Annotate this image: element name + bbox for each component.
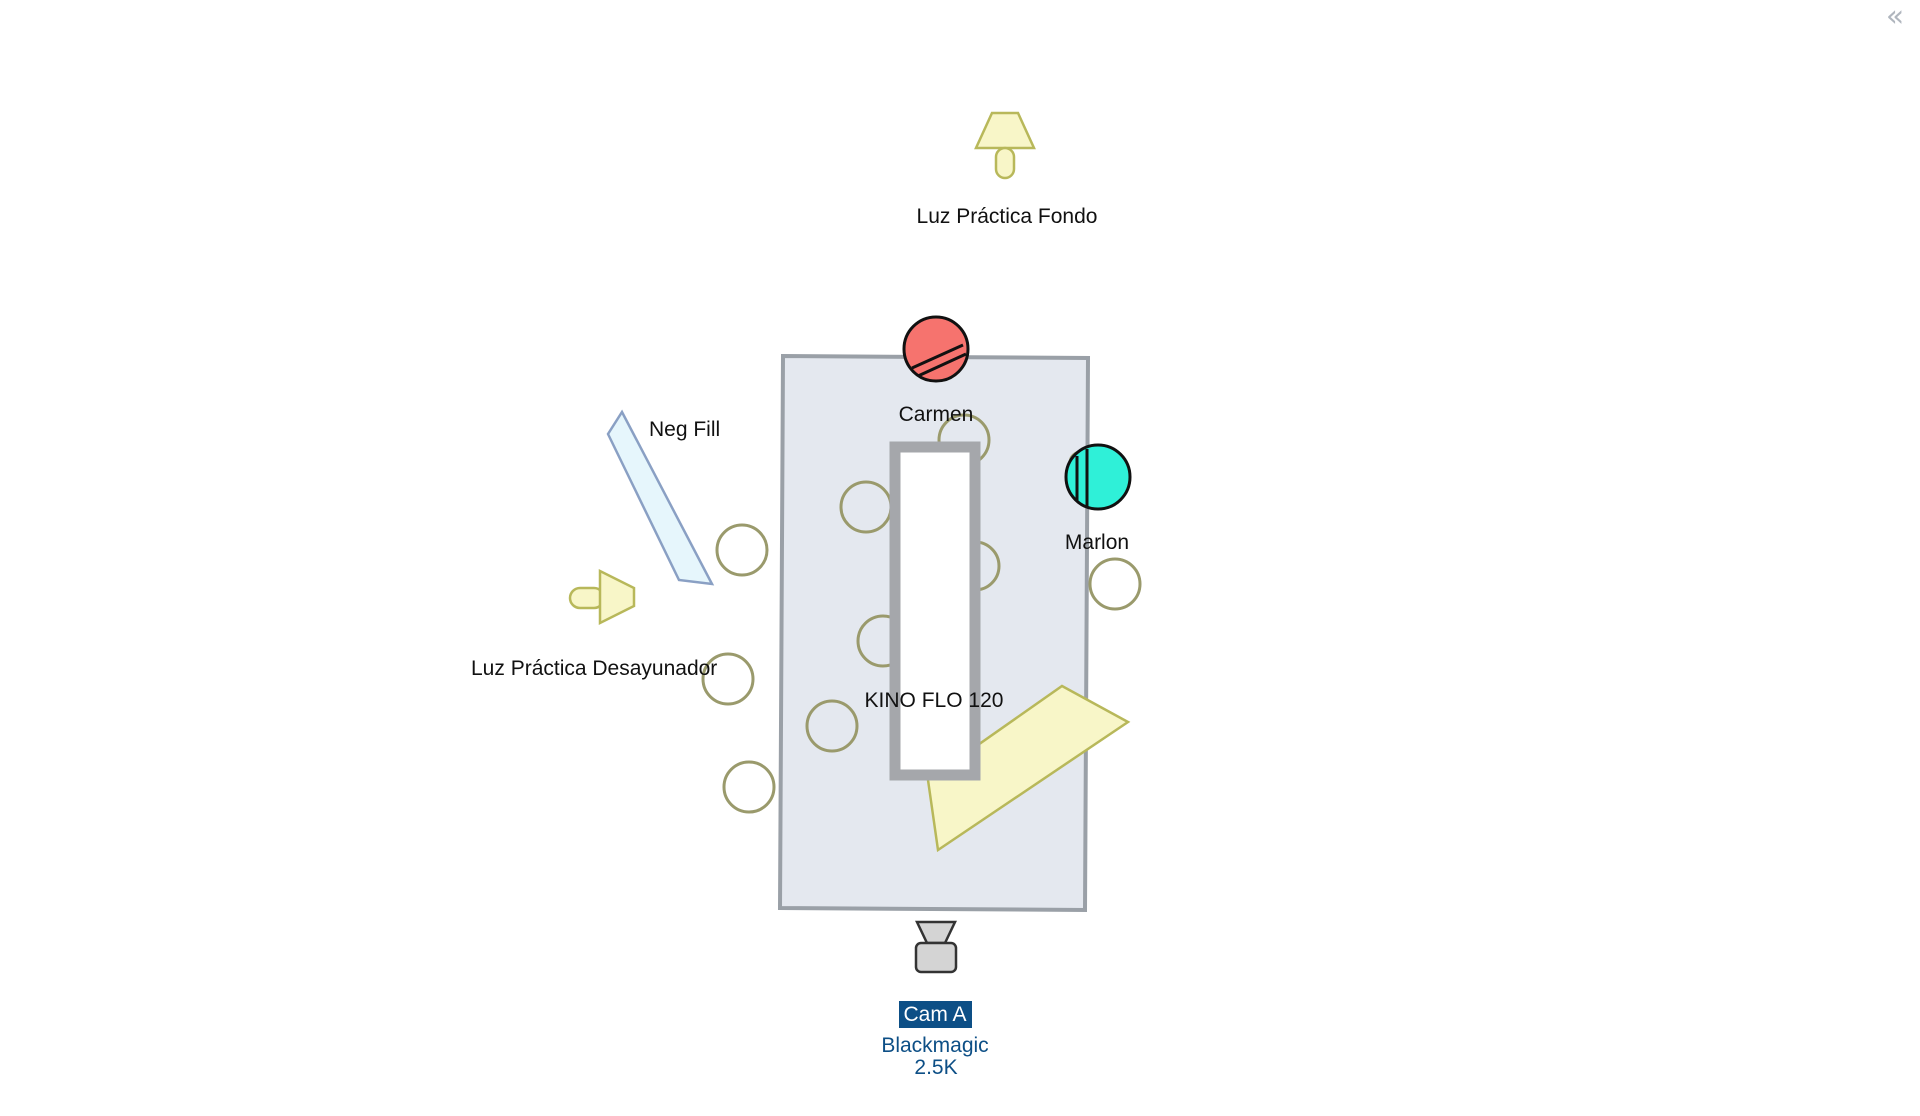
actor-marlon[interactable]: Marlon xyxy=(1064,443,1132,554)
neg-fill-label: Neg Fill xyxy=(649,418,720,441)
camera-name: Cam A xyxy=(903,1003,966,1026)
neg-fill[interactable]: Neg Fill xyxy=(606,409,720,586)
camera-a[interactable]: Cam A Blackmagic 2.5K xyxy=(881,920,989,1079)
collapse-panel-button[interactable]: « xyxy=(1880,2,1910,32)
actor-carmen-label: Carmen xyxy=(899,403,974,426)
practical-lamp-icon xyxy=(974,111,1036,180)
chair[interactable] xyxy=(715,523,769,577)
actor-carmen[interactable]: Carmen xyxy=(899,315,974,426)
chair[interactable] xyxy=(701,652,755,706)
chair[interactable] xyxy=(1088,557,1142,611)
actor-marlon-label: Marlon xyxy=(1065,531,1129,554)
luz-practica-desayunador-label: Luz Práctica Desayunador xyxy=(471,657,717,680)
chair[interactable] xyxy=(722,760,776,814)
camera-name-badge xyxy=(899,1001,972,1028)
luz-practica-desayunador[interactable]: Luz Práctica Desayunador xyxy=(471,568,717,680)
camera-model-resolution: 2.5K xyxy=(914,1056,957,1079)
luz-practica-fondo[interactable]: Luz Práctica Fondo xyxy=(917,111,1098,228)
kino-flo-label: KINO FLO 120 xyxy=(865,689,1004,712)
camera-icon xyxy=(914,920,958,974)
chair[interactable] xyxy=(805,699,859,753)
camera-model: Blackmagic xyxy=(881,1034,988,1057)
practical-lamp-icon xyxy=(568,568,636,626)
kino-flo-120[interactable]: KINO FLO 120 xyxy=(865,441,1004,781)
double-chevron-left-icon: « xyxy=(1885,0,1905,34)
luz-practica-fondo-label: Luz Práctica Fondo xyxy=(917,205,1098,228)
